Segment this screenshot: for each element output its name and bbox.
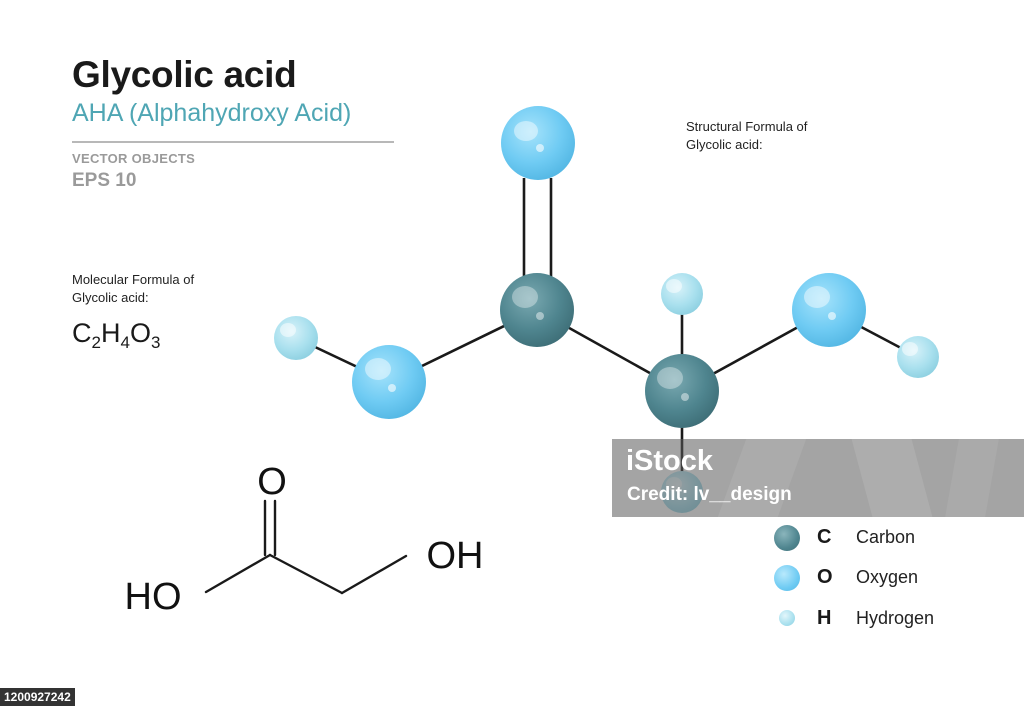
skeletal-bond-cc (268, 553, 344, 595)
formula-c-count: 2 (91, 333, 101, 352)
istock-watermark: iStock Credit: lv__design (612, 439, 1024, 517)
atom-oxygen-left (352, 345, 426, 419)
molecular-caption-line1: Molecular Formula of (72, 272, 195, 287)
atom-oxygen-right (792, 273, 866, 347)
atom-hydrogen-left (274, 316, 318, 360)
page-title: Glycolic acid (72, 54, 297, 95)
legend-symbol: C (817, 526, 832, 548)
vector-objects-label: VECTOR OBJECTS (72, 151, 196, 166)
eps-label: EPS 10 (72, 170, 137, 191)
skeletal-formula (204, 499, 408, 595)
legend-name: Hydrogen (856, 608, 935, 628)
legend-name: Carbon (856, 527, 916, 547)
page-subtitle: AHA (Alphahydroxy Acid) (72, 99, 352, 127)
atom-carbon-2 (645, 354, 719, 428)
watermark-shape (851, 439, 933, 517)
legend-symbol: O (817, 566, 833, 588)
skeletal-bond-ho (204, 553, 272, 594)
watermark-logo: iStock (626, 445, 714, 477)
watermark-credit: Credit: lv__design (627, 484, 792, 505)
legend-name: Oxygen (856, 567, 919, 587)
hydrogen-ball-icon (779, 610, 795, 626)
legend-symbol: H (817, 607, 832, 629)
formula-o: O (129, 318, 151, 348)
molecular-formula: C2H4O3 (72, 318, 160, 353)
formula-h: H (100, 318, 121, 348)
molecular-formula-caption: Molecular Formula of Glycolic acid: (72, 271, 194, 307)
carbon-ball-icon (774, 525, 800, 551)
structural-caption-line1: Structural Formula of (686, 119, 808, 134)
atom-hydrogen-right (897, 336, 939, 378)
watermark-shape (945, 439, 999, 517)
oxygen-ball-icon (774, 565, 800, 591)
header-divider (72, 141, 394, 143)
structural-caption-line2: Glycolic acid: (686, 137, 763, 152)
atom-carbon-1 (500, 273, 574, 347)
atom-oxygen-top (501, 106, 575, 180)
skeletal-ho-label: HO (125, 576, 182, 618)
formula-o-count: 3 (150, 333, 161, 352)
atom-hydrogen-top (661, 273, 703, 315)
formula-h-count: 4 (120, 333, 130, 352)
skeletal-bond-coh (340, 554, 408, 595)
molecular-caption-line2: Glycolic acid: (72, 290, 149, 305)
stock-id-badge: 1200927242 (0, 688, 75, 706)
skeletal-o-label: O (257, 461, 287, 503)
structural-formula-caption: Structural Formula of Glycolic acid: (686, 118, 807, 154)
formula-c: C (72, 318, 92, 348)
skeletal-oh-label: OH (427, 535, 484, 577)
